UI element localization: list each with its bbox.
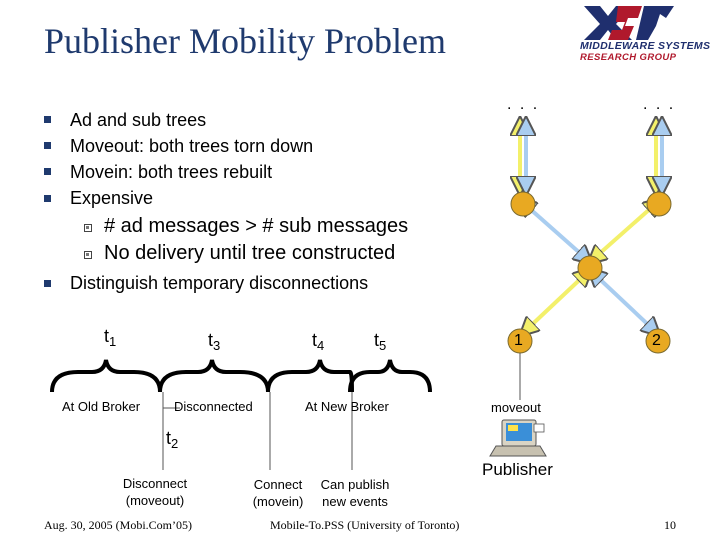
publisher-label: Publisher [482, 460, 553, 479]
time-t5: t5 [374, 330, 387, 353]
logo-text-top: MIDDLEWARE SYSTEMS [580, 40, 711, 52]
page-number: 10 [664, 518, 676, 532]
phase-new-broker: At New Broker [305, 399, 389, 414]
link-yellow-down-left [522, 270, 590, 334]
broker-2-label: 2 [652, 332, 661, 349]
connect-label: Connect(movein) [252, 477, 304, 509]
broker-top-right [646, 191, 672, 217]
bullet-marker [44, 116, 51, 123]
sub-bullet-no-delivery: No delivery until tree constructed [104, 242, 396, 264]
phase-disconnected: Disconnected [174, 399, 253, 414]
slide-title: Publisher Mobility Problem [44, 21, 447, 61]
msrg-logo [584, 6, 674, 40]
bullet-ad-sub-trees: Ad and sub trees [70, 110, 207, 130]
brace-new-broker [266, 359, 354, 393]
bullet-distinguish: Distinguish temporary disconnections [70, 273, 369, 293]
bullet-marker [44, 195, 51, 202]
broker-top-left [510, 191, 536, 217]
phase-old-broker: At Old Broker [62, 399, 141, 414]
bullet-marker [44, 142, 51, 149]
bullet-movein: Movein: both trees rebuilt [70, 162, 273, 182]
moveout-label: moveout [491, 400, 541, 415]
sub-bullet-marker [84, 224, 92, 232]
time-t2: t2 [166, 428, 179, 451]
logo-text-bottom: RESEARCH GROUP [580, 52, 677, 63]
footer-date: Aug. 30, 2005 (Mobi.Com’05) [44, 518, 192, 532]
broker-2 [645, 328, 671, 354]
bullet-expensive: Expensive [70, 188, 154, 208]
broker-center [577, 255, 603, 281]
time-t3: t3 [208, 330, 221, 353]
brace-old-broker [50, 359, 162, 393]
sub-bullet-marker [84, 251, 92, 259]
ellipsis-left: . . . [507, 96, 540, 113]
brace-publish [348, 359, 432, 393]
bullet-marker [44, 280, 51, 287]
sub-bullet-ad-messages: # ad messages > # sub messages [104, 215, 409, 237]
disconnect-label: Disconnect(moveout) [122, 476, 188, 508]
link-blue-down-right [590, 270, 658, 334]
time-t4: t4 [312, 330, 325, 353]
footer-venue: Mobile-To.PSS (University of Toronto) [270, 518, 460, 532]
brace-disconnected [158, 359, 270, 393]
broker-1-label: 1 [514, 332, 523, 349]
bullet-moveout: Moveout: both trees torn down [70, 136, 314, 156]
time-t1: t1 [104, 326, 117, 349]
computer-icon [489, 419, 547, 457]
ellipsis-right: . . . [643, 96, 676, 113]
bullet-marker [44, 168, 51, 175]
